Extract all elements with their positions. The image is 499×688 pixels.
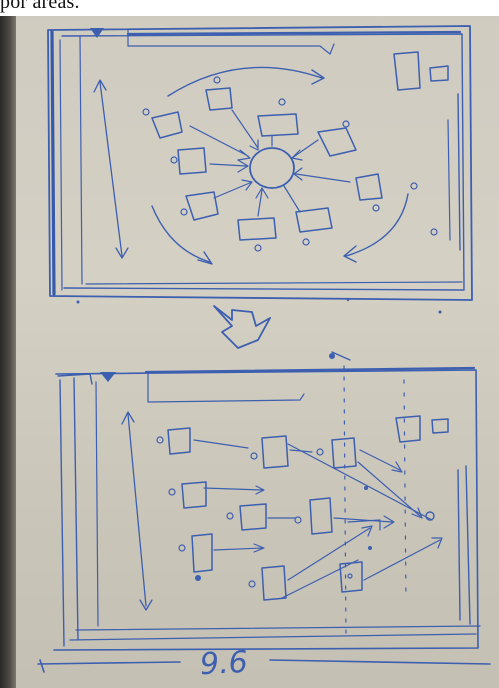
dropdown-triangle-icon bbox=[100, 372, 116, 382]
satellite-box bbox=[186, 192, 218, 220]
page-number: 9.6 bbox=[199, 645, 248, 682]
bottom-right-box-small bbox=[432, 419, 448, 433]
top-inner-frame bbox=[62, 34, 464, 290]
central-hub bbox=[250, 148, 294, 188]
top-left-sidebar bbox=[52, 32, 54, 294]
satellite-box bbox=[258, 114, 298, 136]
satellite-box bbox=[178, 148, 206, 174]
footer-line-left bbox=[38, 662, 180, 664]
satellite-box bbox=[356, 174, 382, 200]
bottom-right-box-large bbox=[396, 416, 420, 442]
grid-box bbox=[182, 482, 206, 508]
grid-box bbox=[240, 504, 266, 530]
satellite-box bbox=[318, 128, 356, 156]
top-wireframe bbox=[48, 26, 472, 300]
bottom-wireframe bbox=[54, 352, 480, 650]
bottom-vertical-arrow bbox=[128, 414, 146, 606]
satellite-box bbox=[152, 112, 182, 138]
grid-box bbox=[262, 436, 288, 468]
satellite-box bbox=[206, 88, 232, 110]
top-vertical-arrow bbox=[100, 82, 122, 256]
grid-box bbox=[332, 438, 356, 468]
satellite-box bbox=[238, 218, 276, 240]
grid-box bbox=[262, 566, 286, 600]
top-right-box-small bbox=[430, 66, 448, 81]
grid-box bbox=[192, 534, 212, 572]
grid-box bbox=[310, 498, 332, 534]
top-bottom-line bbox=[86, 282, 462, 284]
grid-box bbox=[168, 428, 190, 454]
down-arrow-icon bbox=[214, 306, 270, 348]
top-right-box-large bbox=[394, 52, 420, 90]
satellite-box bbox=[296, 208, 332, 232]
footer-line-right bbox=[270, 660, 490, 664]
bottom-left-sidebar bbox=[60, 380, 64, 646]
